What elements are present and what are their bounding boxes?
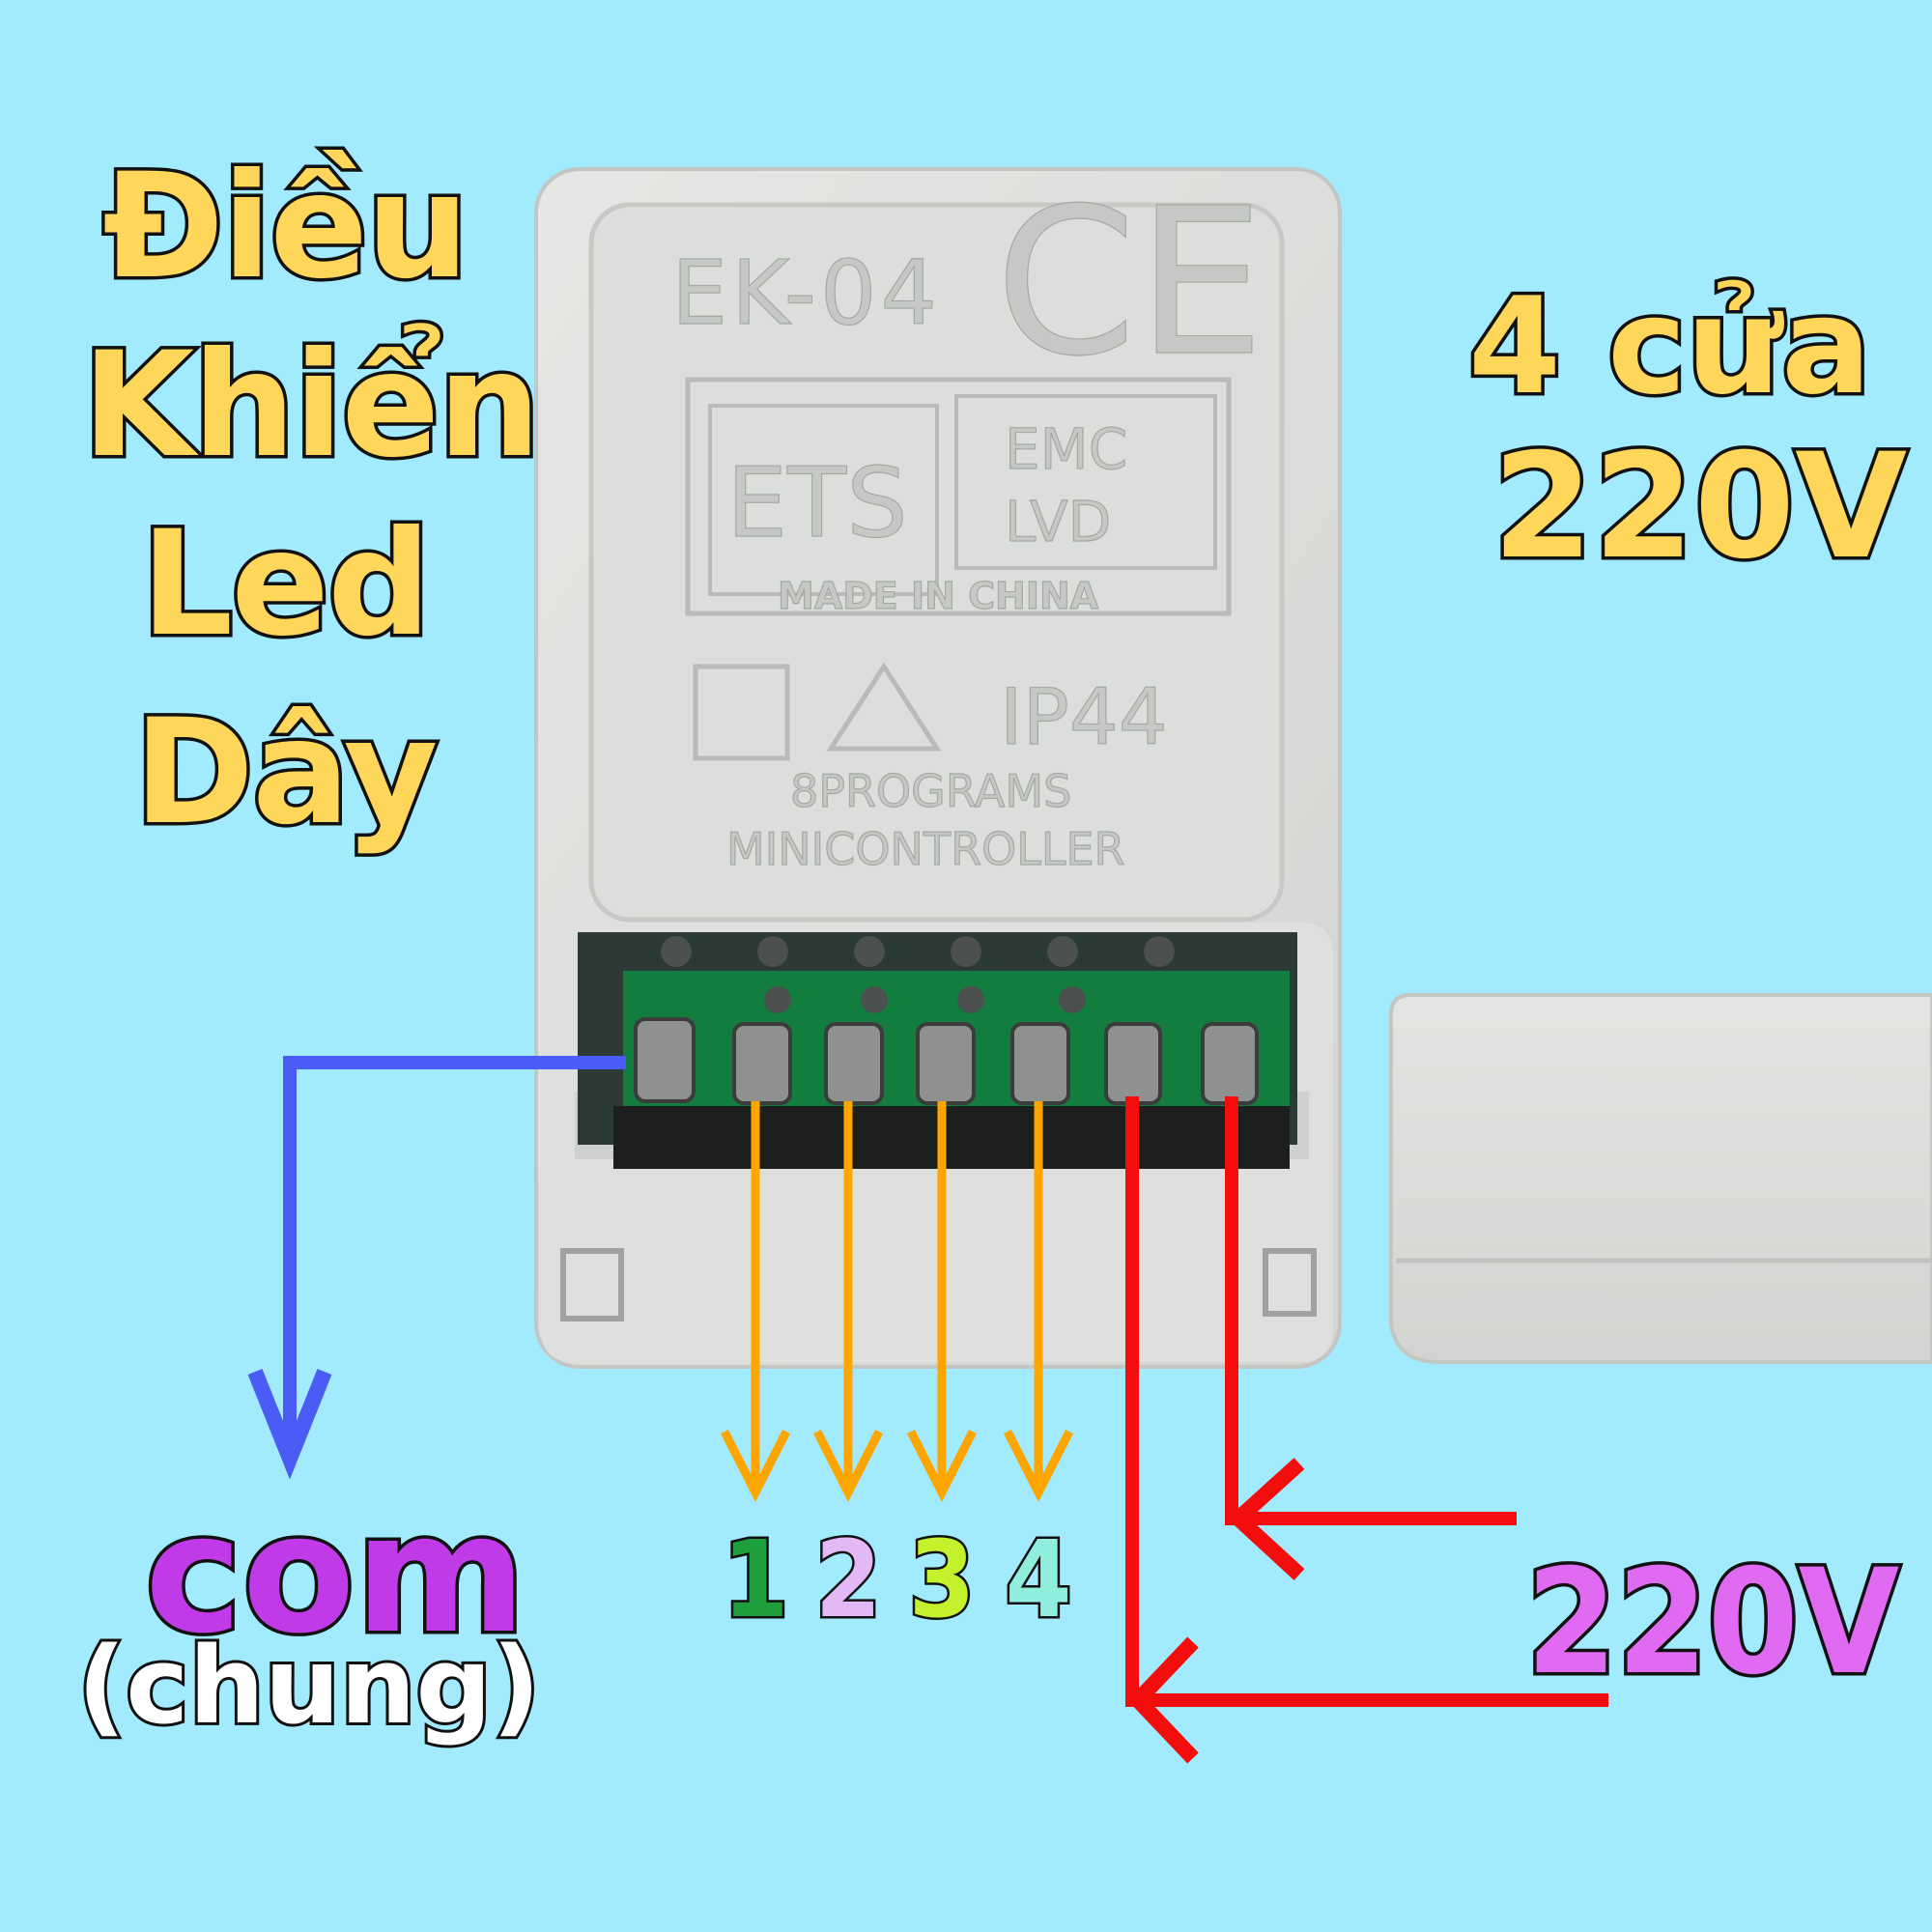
desc-programs: 8PROGRAMS: [790, 765, 1071, 817]
common-note: (chung): [74, 1624, 543, 1747]
origin-text: MADE IN CHINA: [778, 575, 1099, 617]
output-arrow-2: [812, 1101, 884, 1502]
common-arrow: [247, 1056, 626, 1480]
common-label: com: [142, 1479, 530, 1670]
model-code: EK-04: [671, 242, 941, 345]
power-arrow-lower: [1125, 1096, 1608, 1764]
lab-logo: ETS: [726, 446, 908, 559]
title-line-1: Điều: [99, 143, 473, 311]
output-arrow-1: [720, 1101, 791, 1502]
power-arrows: [1125, 1096, 1608, 1764]
embossed-markings: EK-04 CE ETS EMC LVD MADE IN CHINA IP44 …: [670, 163, 1265, 875]
power-label: 220V: [1522, 1539, 1902, 1707]
output-label-1: 1: [720, 1518, 791, 1641]
output-label-4: 4: [1003, 1518, 1074, 1641]
title-line-2: Khiển: [79, 322, 545, 490]
water-drop-triangle-icon: [826, 662, 942, 752]
title-line-3: Led: [137, 500, 435, 668]
output-arrow-4: [1003, 1101, 1074, 1502]
subtitle-line-1: 4 cửa: [1464, 269, 1874, 424]
desc-controller: MINICONTROLLER: [726, 823, 1125, 875]
subtitle-line-2: 220V: [1489, 423, 1910, 591]
cert-emc: EMC: [1005, 416, 1127, 482]
output-label-3: 3: [906, 1518, 978, 1641]
controller-cap: [1389, 993, 1932, 1364]
output-arrows: [720, 1101, 1074, 1502]
cert-lvd: LVD: [1005, 489, 1111, 554]
title-line-4: Dây: [130, 689, 441, 857]
output-arrow-3: [906, 1101, 978, 1502]
power-arrow-upper: [1225, 1096, 1517, 1580]
ce-mark-icon: CE: [995, 164, 1264, 401]
ip-rating: IP44: [1000, 672, 1168, 762]
terminal-block: [578, 932, 1297, 1169]
output-label-2: 2: [812, 1518, 884, 1641]
